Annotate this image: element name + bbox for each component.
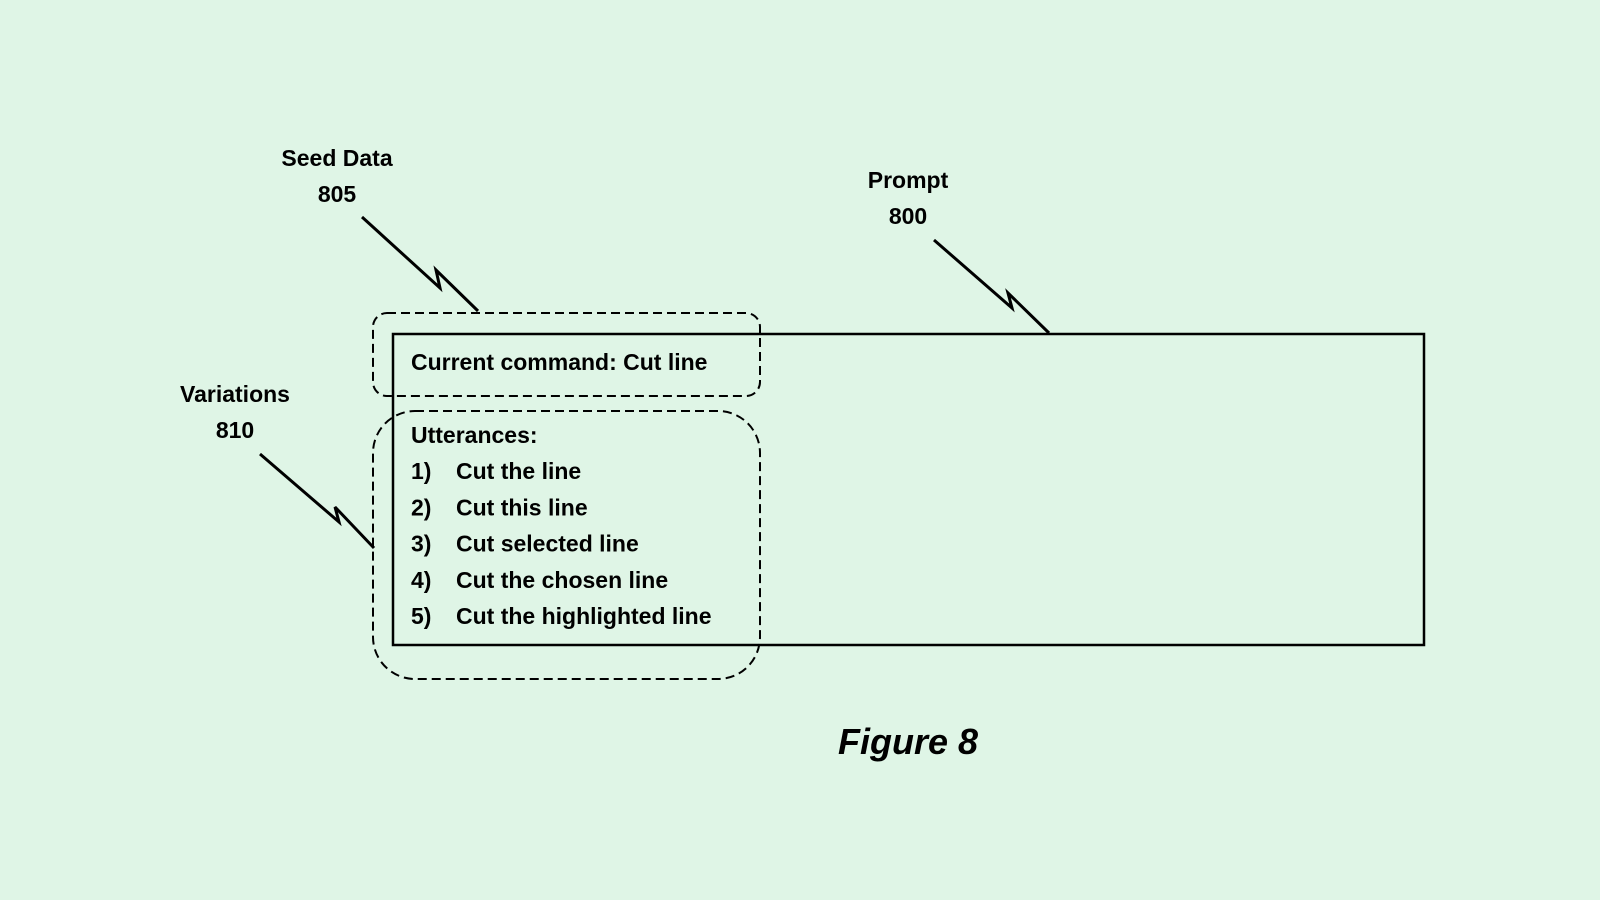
seed-data-ref: 805	[318, 181, 357, 207]
utterance-number: 1)	[411, 458, 431, 484]
seed-data-dashed-box	[372, 312, 761, 397]
utterance-list: 1) Cut the line 2) Cut this line 3) Cut selec…	[411, 458, 712, 629]
variations-leader-line	[259, 452, 376, 550]
current-command-text: Current command: Cut line	[411, 349, 707, 375]
variations-ref: 810	[216, 417, 254, 443]
utterance-number: 4)	[411, 567, 431, 593]
figure-caption: Figure 8	[838, 721, 978, 762]
utterance-text: Cut the chosen line	[456, 567, 668, 593]
utterance-text: Cut selected line	[456, 531, 639, 557]
variations-label: Variations	[180, 381, 290, 407]
utterance-number: 3)	[411, 531, 431, 557]
utterance-text: Cut the line	[456, 458, 581, 484]
prompt-box	[391, 332, 1426, 647]
seed-data-label: Seed Data	[281, 145, 392, 171]
prompt-leader-line	[933, 238, 1051, 335]
utterance-text: Cut this line	[456, 494, 588, 520]
utterance-number: 5)	[411, 603, 431, 629]
prompt-label: Prompt	[868, 167, 949, 193]
utterance-text: Cut the highlighted line	[456, 603, 712, 629]
prompt-ref: 800	[889, 203, 927, 229]
seed-data-leader-line	[360, 215, 480, 313]
utterances-heading: Utterances:	[411, 422, 538, 448]
utterance-number: 2)	[411, 494, 431, 520]
